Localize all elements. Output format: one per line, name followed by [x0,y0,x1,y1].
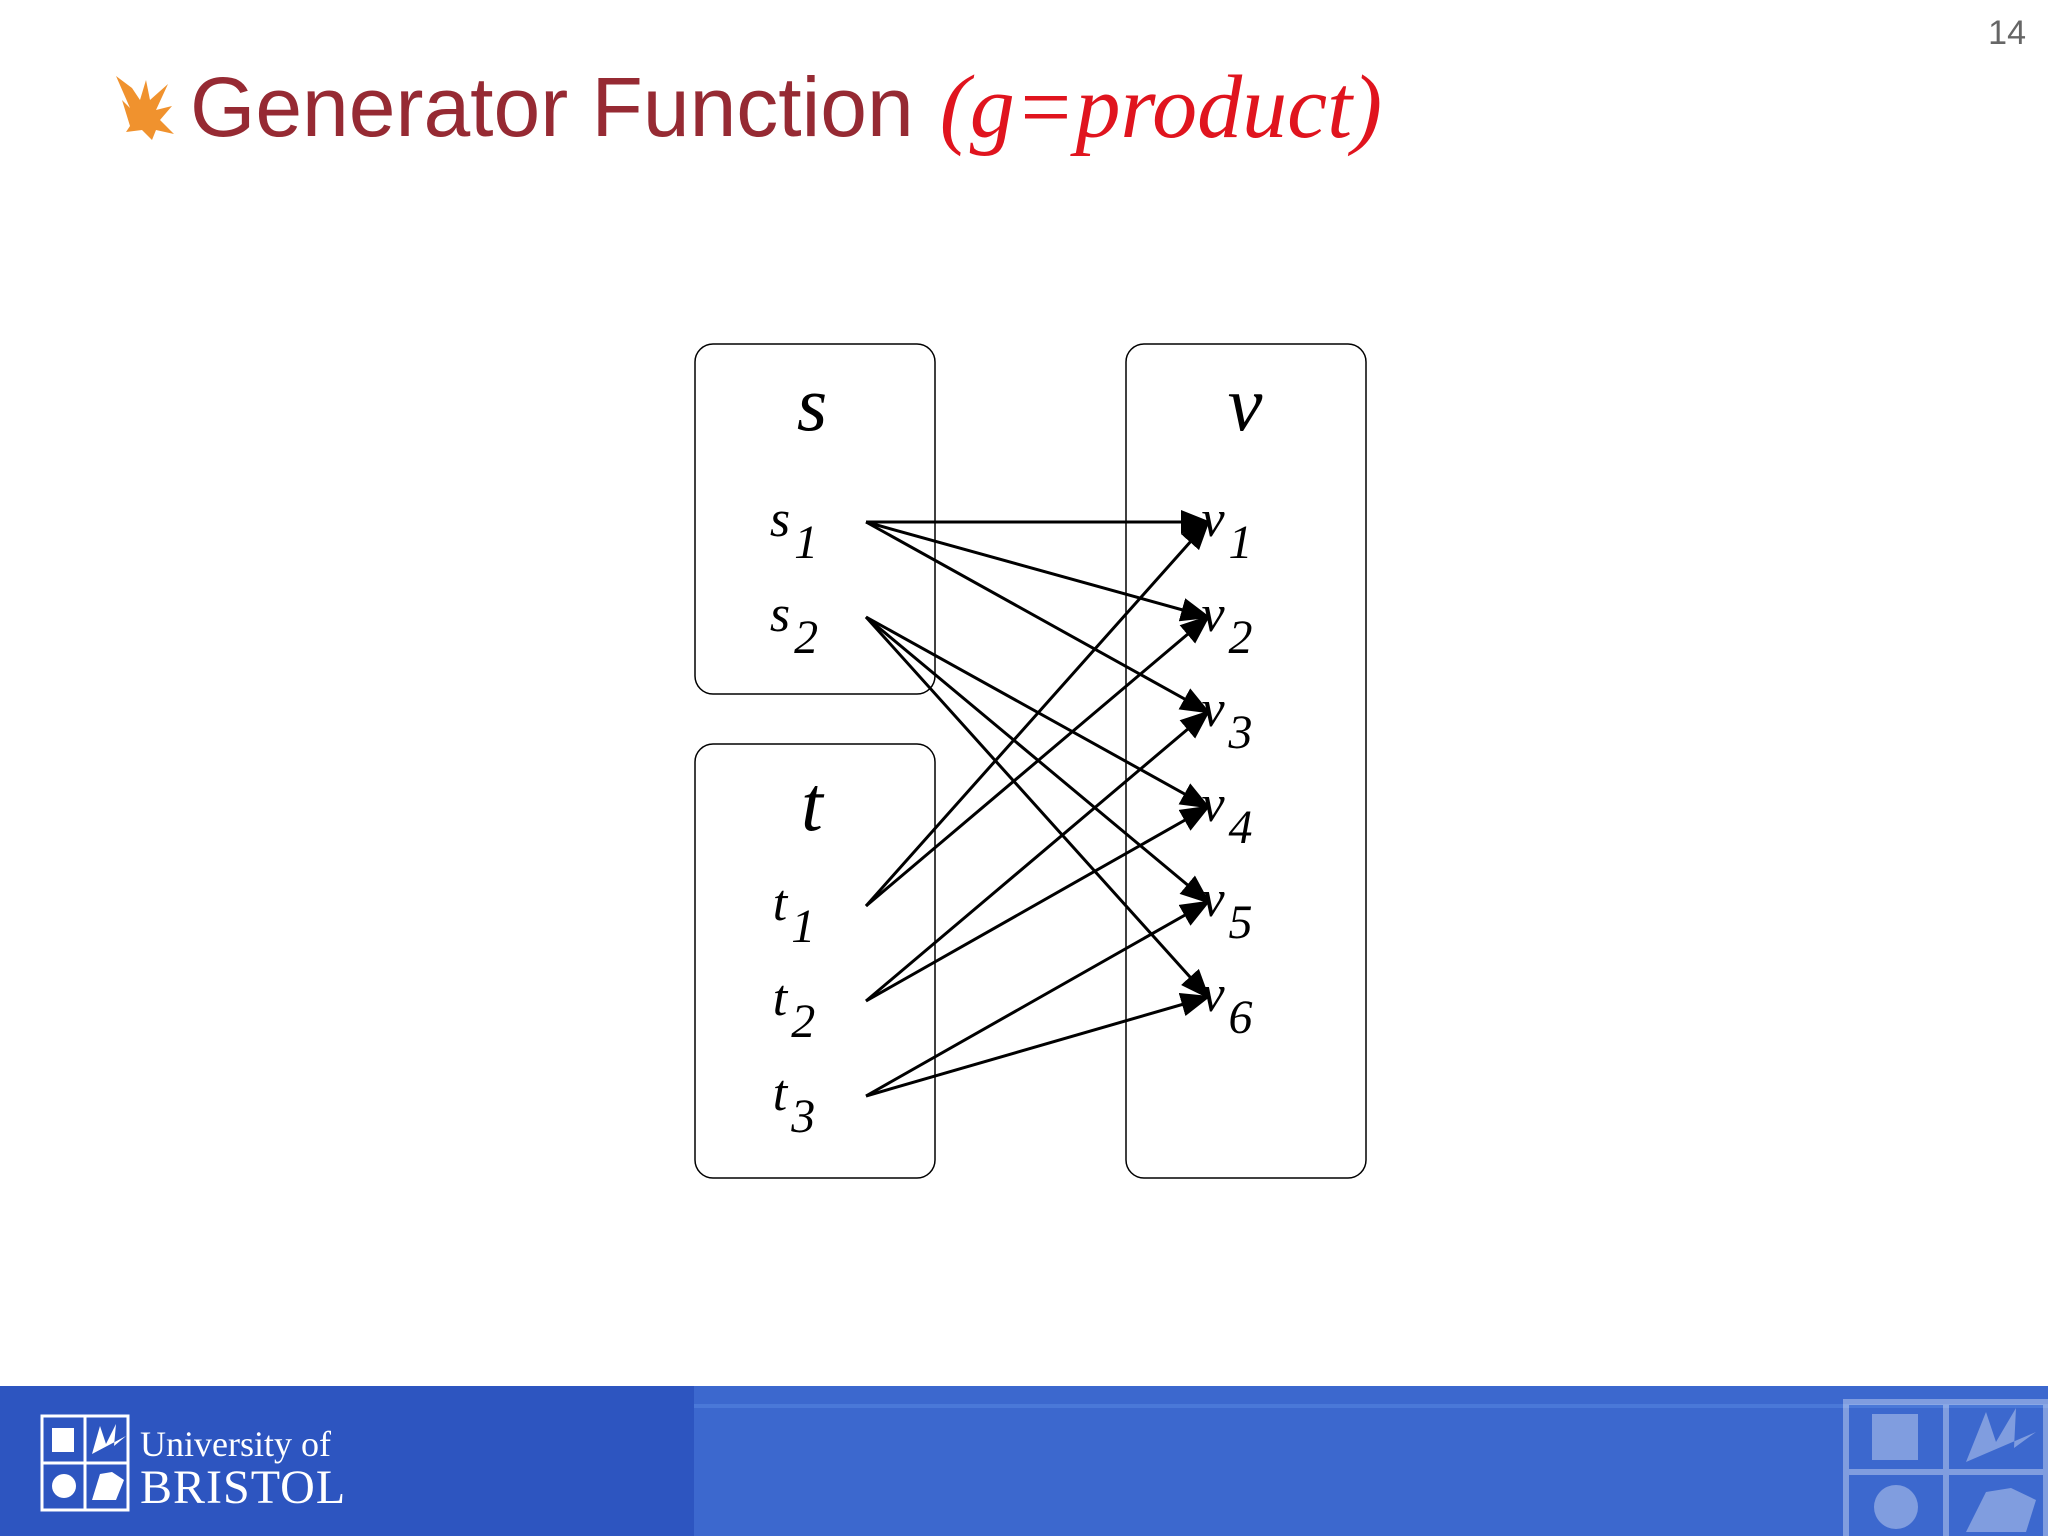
edge-t1-v1 [864,519,1210,907]
group-label-s: s [797,360,827,447]
node-v5: v5 [1201,871,1252,949]
group-box-s [694,343,936,695]
edge-t2-v4 [865,805,1211,1003]
node-v6: v6 [1201,966,1252,1044]
node-s2: s2 [770,586,818,664]
group-box-layer: s s1 s2 t t1 t2 t3 v v1 v2 v3 v4 v5 v6 [694,343,1367,1179]
group-box-v [1125,343,1367,1179]
edge-s2-v6 [864,615,1211,1000]
slide-title: Generator Function (g=product) [112,52,1382,162]
edge-s2-v5 [865,615,1211,904]
node-v2: v2 [1201,586,1252,664]
group-label-t: t [801,760,825,847]
edge-t2-v3 [865,710,1211,1003]
edge-s1-v2 [865,520,1211,622]
crest-watermark-icon [1843,1399,2048,1536]
group-box-t [694,743,936,1179]
node-v1: v1 [1201,491,1252,569]
node-s1: s1 [770,491,818,569]
logo-line-2: BRISTOL [140,1461,347,1514]
title-text: Generator Function [190,59,914,154]
node-v3: v3 [1201,681,1252,759]
edge-t3-v5 [865,900,1211,1098]
title-subtitle: (g=product) [939,57,1383,157]
mapping-diagram: s s1 s2 t t1 t2 t3 v v1 v2 v3 v4 v5 v6 [694,343,1367,1179]
logo-line-1: University of [140,1424,331,1464]
node-t3: t3 [773,1065,815,1143]
university-logo: University of BRISTOL [140,1426,346,1512]
university-crest-icon [40,1414,130,1512]
group-label-v: v [1228,360,1263,447]
footer-panel [694,1386,2048,1536]
flame-bullet-icon [116,76,174,140]
slide-number: 14 [1988,14,2026,52]
footer-stripe [694,1404,2048,1408]
node-t2: t2 [773,970,815,1048]
edge-t1-v2 [865,615,1211,908]
edge-layer [864,510,1211,1098]
node-t1: t1 [773,875,815,953]
node-v4: v4 [1201,776,1252,854]
edge-s1-v3 [865,520,1211,714]
edge-t3-v6 [865,992,1211,1098]
footer-bar: University of BRISTOL [0,1386,2048,1536]
